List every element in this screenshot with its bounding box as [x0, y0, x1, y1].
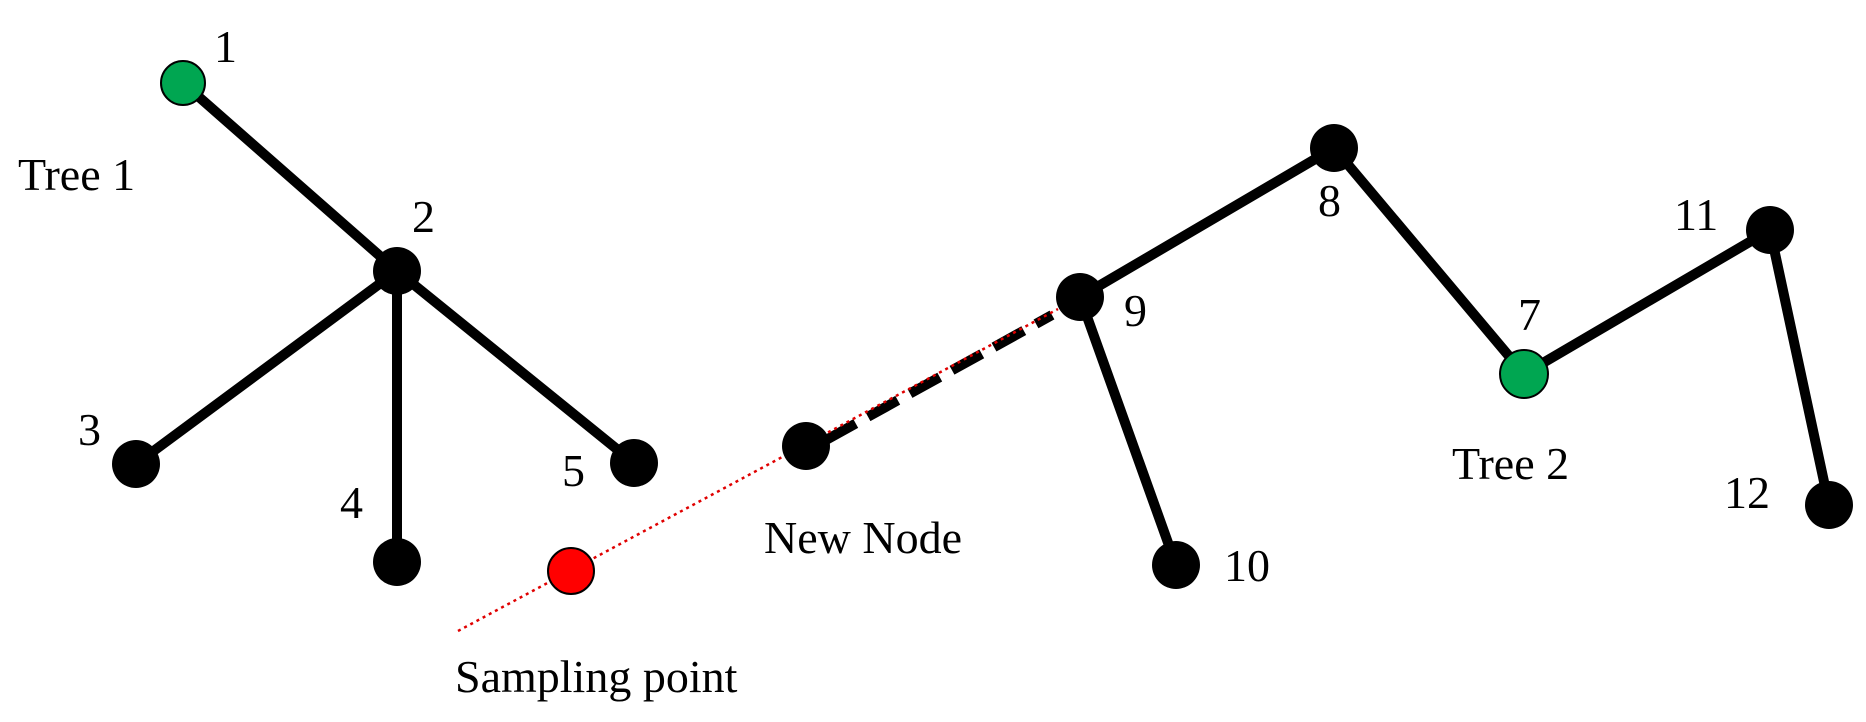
- sampling-ray: [457, 307, 1059, 633]
- new-node-label: New Node: [764, 512, 962, 563]
- node-5: [610, 439, 658, 487]
- edge-8-7: [1329, 143, 1529, 379]
- label-node-2: 2: [412, 191, 435, 242]
- label-node-11: 11: [1674, 189, 1718, 240]
- edge-2-3: [131, 266, 402, 469]
- sampling-point-node: [547, 547, 595, 595]
- sampling-point-label: Sampling point: [455, 651, 738, 702]
- label-node-5: 5: [562, 445, 585, 496]
- label-node-7: 7: [1518, 289, 1541, 340]
- edge-9-10: [1075, 292, 1181, 570]
- label-node-1: 1: [214, 21, 237, 72]
- edge-1-2: [178, 78, 402, 276]
- edge-7-11: [1519, 225, 1775, 379]
- label-node-9: 9: [1124, 285, 1147, 336]
- new-node-dashed-edge: [823, 310, 1055, 445]
- node-1: [160, 60, 206, 106]
- node-10: [1152, 541, 1200, 589]
- edge-11-12: [1765, 225, 1834, 510]
- label-node-12: 12: [1724, 467, 1770, 518]
- node-11: [1746, 206, 1794, 254]
- node-12: [1805, 481, 1853, 529]
- edge-9-8: [1075, 143, 1339, 302]
- label-node-4: 4: [340, 477, 363, 528]
- node-3: [112, 440, 160, 488]
- node-7: [1499, 349, 1549, 399]
- label-node-8: 8: [1318, 175, 1341, 226]
- node-2: [373, 247, 421, 295]
- node-8: [1310, 124, 1358, 172]
- node-new: [782, 422, 830, 470]
- label-node-3: 3: [78, 404, 101, 455]
- node-9: [1056, 273, 1104, 321]
- label-node-10: 10: [1224, 540, 1270, 591]
- node-4: [373, 538, 421, 586]
- tree2-label: Tree 2: [1452, 438, 1569, 489]
- edge-2-5: [392, 266, 639, 468]
- tree1-label: Tree 1: [18, 149, 135, 200]
